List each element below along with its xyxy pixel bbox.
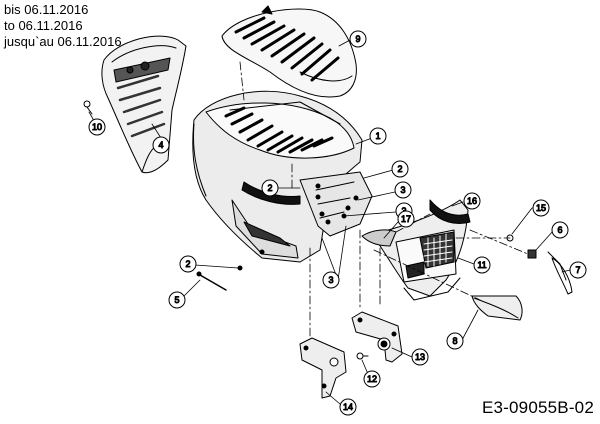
svg-text:15: 15 <box>536 203 546 213</box>
fastener-part-12 <box>356 352 364 360</box>
callout-4: 4 <box>152 136 170 154</box>
svg-text:12: 12 <box>367 374 377 384</box>
svg-text:6: 6 <box>557 225 562 235</box>
svg-text:16: 16 <box>467 196 477 206</box>
callout-6: 6 <box>551 221 569 239</box>
hood-top-panel-part <box>221 5 357 98</box>
side-fender-part <box>101 35 187 174</box>
callout-17: 17 <box>397 210 415 228</box>
callout-2b: 2 <box>261 179 279 197</box>
side-trim-part-7 <box>551 257 573 295</box>
callout-9: 9 <box>349 30 367 48</box>
bolt-part-10 <box>83 100 93 115</box>
rod-part-5 <box>199 274 227 291</box>
callout-14: 14 <box>339 398 357 416</box>
callout-15: 15 <box>532 199 550 217</box>
svg-text:3: 3 <box>328 275 333 285</box>
callout-1: 1 <box>369 127 387 145</box>
nut-part-6 <box>527 249 537 259</box>
svg-text:2: 2 <box>267 183 272 193</box>
callout-2a: 2 <box>391 160 409 178</box>
svg-text:10: 10 <box>92 122 102 132</box>
document-id: E3-09055B-02 <box>481 398 594 417</box>
header-line-en: to 06.11.2016 <box>4 18 83 33</box>
callout-2c: 2 <box>179 255 197 273</box>
lower-bracket-part-14 <box>299 337 347 399</box>
svg-text:9: 9 <box>355 34 360 44</box>
svg-text:8: 8 <box>452 336 457 346</box>
svg-text:3: 3 <box>400 185 405 195</box>
grille-clip-part-17 <box>361 229 397 247</box>
callout-12: 12 <box>363 370 381 388</box>
svg-text:11: 11 <box>477 260 486 270</box>
hood-bracket-part <box>237 171 373 271</box>
callout-13: 13 <box>411 348 429 366</box>
svg-text:4: 4 <box>158 140 163 150</box>
callout-3a: 3 <box>394 181 412 199</box>
callout-10: 10 <box>88 118 106 136</box>
callout-7: 7 <box>569 261 587 279</box>
validity-date-header: bis 06.11.2016 to 06.11.2016 jusqu`au 06… <box>4 2 122 50</box>
callout-16: 16 <box>463 192 481 210</box>
front-grille-part <box>371 199 471 301</box>
rod-end-5 <box>196 271 202 277</box>
callouts: 9 1 2 2 3 3 4 10 2 5 17 16 15 6 7 11 3 8… <box>88 30 587 416</box>
mounting-bracket-part-13 <box>351 311 403 363</box>
svg-text:14: 14 <box>343 402 353 412</box>
svg-text:13: 13 <box>415 352 425 362</box>
callout-3c: 3 <box>322 271 340 289</box>
svg-text:1: 1 <box>375 131 380 141</box>
svg-text:5: 5 <box>174 295 179 305</box>
header-line-fr: jusqu`au 06.11.2016 <box>4 34 122 49</box>
header-line-de: bis 06.11.2016 <box>4 2 89 17</box>
svg-text:17: 17 <box>401 214 411 224</box>
callout-8: 8 <box>446 332 464 350</box>
svg-text:7: 7 <box>575 265 580 275</box>
svg-text:2: 2 <box>185 259 190 269</box>
callout-11: 11 <box>473 256 491 274</box>
callout-5: 5 <box>168 291 186 309</box>
svg-text:2: 2 <box>397 164 402 174</box>
